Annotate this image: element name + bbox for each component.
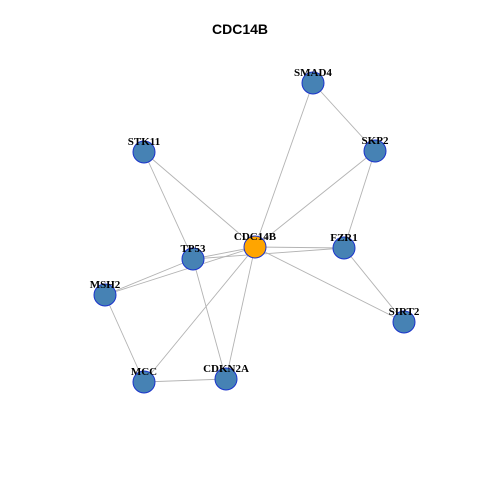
edge-fzr1-sirt2 (343, 247, 405, 323)
network-title: CDC14B (211, 21, 268, 37)
node-skp2: SKP2 (362, 135, 389, 163)
node-circle-cdkn2a (214, 367, 238, 391)
edge-tp53-cdkn2a (192, 258, 227, 380)
node-circle-stk11 (132, 140, 156, 164)
edge-cdc14b-msh2 (104, 246, 256, 296)
edge-skp2-cdc14b (254, 150, 376, 248)
edge-smad4-cdc14b (254, 82, 314, 248)
node-sirt2: SIRT2 (389, 306, 420, 334)
node-circle-sirt2 (392, 310, 416, 334)
edge-tp53-fzr1 (192, 247, 345, 260)
node-circle-fzr1 (332, 236, 356, 260)
edge-cdc14b-mcc (143, 246, 256, 383)
node-cdc14b: CDC14B (234, 231, 277, 259)
node-label-skp2: SKP2 (362, 135, 389, 147)
node-circle-cdc14b (243, 235, 267, 259)
edge-cdc14b-fzr1 (254, 246, 345, 249)
edge-stk11-cdc14b (143, 151, 256, 248)
node-circle-tp53 (181, 247, 205, 271)
node-circle-msh2 (93, 283, 117, 307)
node-label-sirt2: SIRT2 (389, 306, 420, 318)
edge-cdc14b-cdkn2a (225, 246, 256, 380)
node-smad4: SMAD4 (294, 67, 332, 95)
edge-tp53-msh2 (104, 258, 194, 296)
node-label-cdkn2a: CDKN2A (203, 363, 249, 375)
edge-smad4-skp2 (312, 82, 376, 152)
node-label-stk11: STK11 (128, 136, 160, 148)
edge-layer (104, 82, 405, 383)
node-cdkn2a: CDKN2A (203, 363, 249, 391)
node-mcc: MCC (131, 366, 157, 394)
edge-skp2-fzr1 (343, 150, 376, 249)
node-label-fzr1: FZR1 (330, 232, 358, 244)
node-label-smad4: SMAD4 (294, 67, 332, 79)
node-label-mcc: MCC (131, 366, 157, 378)
node-circle-mcc (132, 370, 156, 394)
edge-cdc14b-sirt2 (254, 246, 405, 323)
node-circle-skp2 (363, 139, 387, 163)
node-tp53: TP53 (180, 243, 206, 271)
node-label-tp53: TP53 (180, 243, 206, 255)
node-stk11: STK11 (128, 136, 160, 164)
node-fzr1: FZR1 (330, 232, 358, 260)
node-label-msh2: MSH2 (90, 279, 121, 291)
node-msh2: MSH2 (90, 279, 121, 307)
edge-mcc-cdkn2a (143, 378, 227, 383)
edge-msh2-mcc (104, 294, 145, 383)
edge-stk11-tp53 (143, 151, 194, 260)
node-label-cdc14b: CDC14B (234, 231, 277, 243)
node-circle-smad4 (301, 71, 325, 95)
